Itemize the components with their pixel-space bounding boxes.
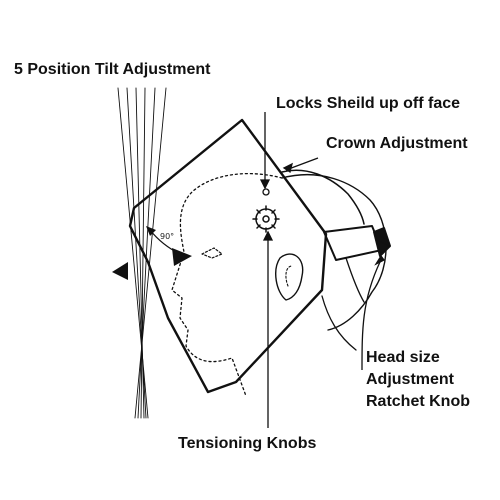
tensioning-knob <box>252 205 280 233</box>
headsize-leader <box>361 261 381 371</box>
head-profile <box>171 173 283 397</box>
crown-adjustment-label: Crown Adjustment <box>326 135 468 152</box>
angle-arrow <box>146 226 156 236</box>
tensioning-knobs-label: Tensioning Knobs <box>178 435 317 452</box>
tilt-arrow-right <box>172 248 192 266</box>
lock-hole <box>262 188 270 196</box>
helmet-shell <box>128 118 328 394</box>
eye-mark <box>201 247 223 259</box>
locks-arrowhead <box>259 179 271 190</box>
ratchet-teeth <box>379 235 390 247</box>
headgear-rear-band <box>345 257 365 303</box>
head-size-label-line2: Adjustment <box>366 371 454 388</box>
ear-inner <box>285 265 293 287</box>
tilt-fan-lines <box>117 87 167 419</box>
head-size-label-line3: Ratchet Knob <box>366 393 470 410</box>
locks-shield-label: Locks Sheild up off face <box>276 95 461 112</box>
angle-label: 90° <box>160 232 175 241</box>
ratchet-box <box>323 225 383 261</box>
ear-outline <box>275 253 304 301</box>
crown-strap <box>281 169 365 225</box>
tilt-arrow-left <box>112 262 128 280</box>
head-size-label-line1: Head size <box>366 349 440 366</box>
neck-line <box>321 295 357 351</box>
tensioning-arrowhead <box>262 230 274 241</box>
crown-arrowhead <box>282 162 293 174</box>
tilt-adjustment-label: 5 Position Tilt Adjustment <box>14 61 211 78</box>
headsize-arrowhead <box>374 254 385 266</box>
